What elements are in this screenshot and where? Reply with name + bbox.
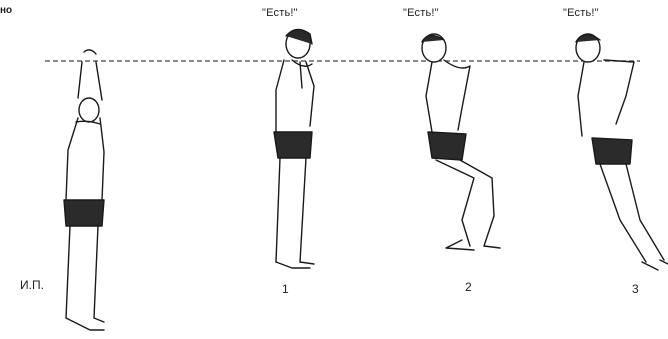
figure-position-2 [422, 34, 500, 250]
command-label-3: "Есть!" [563, 7, 599, 19]
figure-position-1 [274, 29, 314, 268]
command-label-2: "Есть!" [403, 7, 439, 19]
position-label-3: 3 [632, 282, 639, 296]
figure-start-position [64, 50, 104, 330]
figure-position-3 [576, 34, 668, 270]
corner-text-fragment: но [0, 5, 12, 16]
position-label-start: И.П. [20, 278, 44, 292]
command-label-1: "Есть!" [262, 7, 298, 19]
position-label-1: 1 [282, 282, 289, 296]
position-label-2: 2 [465, 280, 472, 294]
